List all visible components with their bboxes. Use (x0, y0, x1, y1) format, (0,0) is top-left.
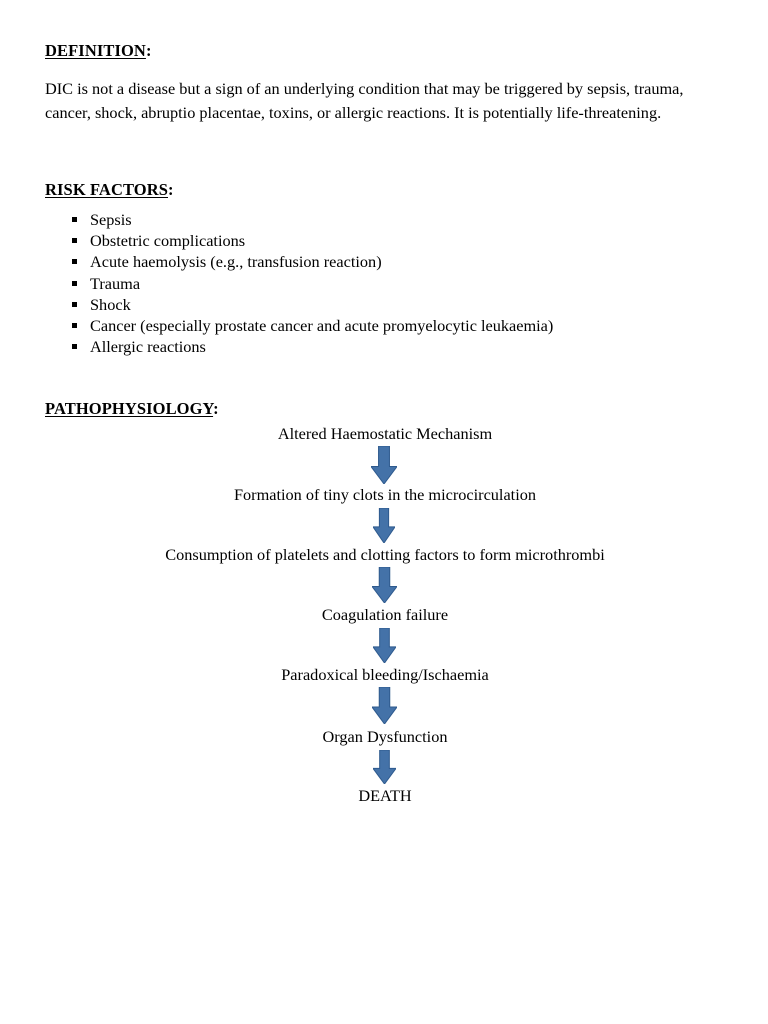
heading-risk-factors: RISK FACTORS: (45, 180, 174, 200)
bullet-square-icon (72, 323, 77, 329)
bullet-square-icon (72, 280, 77, 286)
flow-step-label: Paradoxical bleeding/Ischaemia (281, 665, 489, 684)
down-arrow-icon (372, 750, 396, 784)
flow-step-label: Organ Dysfunction (322, 727, 448, 746)
flow-step-label: Coagulation failure (321, 605, 449, 624)
heading-pathophysiology: PATHOPHYSIOLOGY: (45, 399, 219, 419)
flow-step-label: Consumption of platelets and clotting fa… (165, 545, 605, 564)
flow-arrow (0, 508, 768, 543)
heading-definition-colon: : (145, 41, 152, 60)
heading-pathophysiology-word: PATHOPHYSIOLOGY (45, 399, 214, 418)
heading-definition-word: DEFINITION (45, 41, 146, 60)
heading-pathophysiology-colon: : (213, 399, 219, 418)
flow-arrow (0, 446, 768, 484)
down-arrow-icon (371, 567, 397, 603)
flow-step: Organ Dysfunction (0, 727, 768, 747)
flow-arrow (0, 687, 768, 724)
flow-step: Formation of tiny clots in the microcirc… (0, 485, 768, 505)
list-item-label: Trauma (90, 273, 141, 293)
list-item: Allergic reactions (45, 336, 705, 357)
definition-paragraph: DIC is not a disease but a sign of an un… (45, 79, 684, 123)
list-item-label: Shock (90, 294, 131, 314)
flow-step: Consumption of platelets and clotting fa… (0, 545, 768, 565)
flow-step: DEATH (0, 786, 768, 806)
flow-step: Altered Haemostatic Mechanism (0, 424, 768, 444)
flow-arrow (0, 628, 768, 663)
list-item-label: Obstetric complications (90, 231, 246, 251)
bullet-square-icon (72, 259, 77, 265)
list-item-label: Allergic reactions (90, 337, 206, 357)
down-arrow-icon (372, 628, 396, 663)
list-item: Cancer (especially prostate cancer and a… (45, 315, 705, 336)
list-item: Obstetric complications (45, 230, 705, 251)
list-item-label: Sepsis (90, 210, 132, 229)
heading-risk-factors-colon: : (168, 180, 174, 199)
flow-step-label: DEATH (358, 786, 412, 805)
list-item-label: Acute haemolysis (e.g., transfusion reac… (90, 252, 382, 272)
bullet-square-icon (72, 301, 77, 307)
flow-step: Paradoxical bleeding/Ischaemia (0, 665, 768, 685)
list-item-label: Cancer (especially prostate cancer and a… (90, 316, 554, 336)
down-arrow-icon (371, 446, 397, 484)
list-item: Sepsis (45, 209, 705, 230)
down-arrow-icon (373, 508, 395, 543)
list-item: Shock (45, 294, 705, 315)
bullet-square-icon (72, 344, 77, 350)
list-item: Trauma (45, 273, 705, 294)
bullet-square-icon (72, 238, 77, 244)
flow-arrow (0, 567, 768, 603)
heading-risk-factors-word: RISK FACTORS (45, 180, 168, 199)
bullet-square-icon (72, 217, 77, 222)
down-arrow-icon (371, 687, 397, 724)
flow-step-label: Altered Haemostatic Mechanism (277, 424, 493, 443)
list-item: Acute haemolysis (e.g., transfusion reac… (45, 251, 705, 272)
flow-step-label: Formation of tiny clots in the microcirc… (233, 485, 537, 504)
heading-definition: DEFINITION: (45, 41, 152, 61)
flow-step: Coagulation failure (0, 605, 768, 625)
flow-arrow (0, 750, 768, 784)
